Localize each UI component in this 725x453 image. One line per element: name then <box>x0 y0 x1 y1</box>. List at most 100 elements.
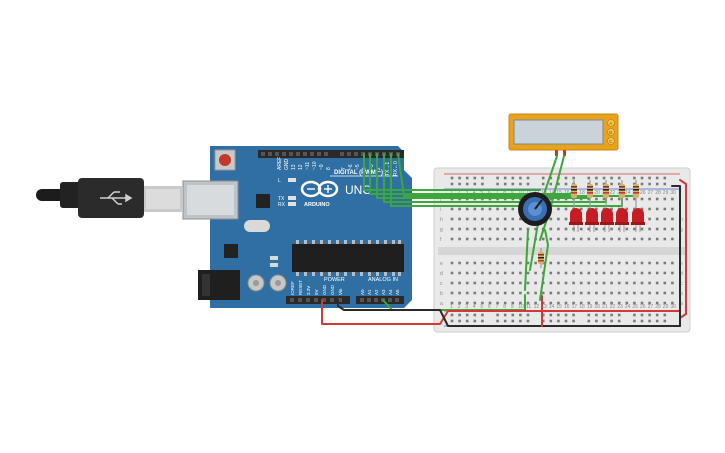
breadboard-hole[interactable] <box>655 261 659 265</box>
breadboard-hole[interactable] <box>572 271 575 275</box>
breadboard-hole[interactable] <box>503 182 507 186</box>
breadboard-hole[interactable] <box>663 301 667 305</box>
breadboard-hole[interactable] <box>633 207 636 211</box>
breadboard-hole[interactable] <box>465 207 469 211</box>
breadboard-hole[interactable] <box>671 271 674 275</box>
green-wire[interactable] <box>524 229 529 291</box>
breadboard-hole[interactable] <box>481 176 484 180</box>
breadboard-hole[interactable] <box>534 291 537 295</box>
breadboard-hole[interactable] <box>648 319 651 323</box>
breadboard-hole[interactable] <box>519 217 522 221</box>
breadboard-hole[interactable] <box>511 291 515 295</box>
breadboard-hole[interactable] <box>481 207 484 211</box>
breadboard-hole[interactable] <box>617 176 621 180</box>
breadboard-hole[interactable] <box>663 281 667 285</box>
breadboard-hole[interactable] <box>633 291 636 295</box>
breadboard-hole[interactable] <box>465 176 469 180</box>
breadboard-hole[interactable] <box>519 237 522 241</box>
breadboard-hole[interactable] <box>564 301 568 305</box>
breadboard-hole[interactable] <box>496 227 499 231</box>
breadboard-hole[interactable] <box>526 271 530 275</box>
breadboard-hole[interactable] <box>481 281 484 285</box>
breadboard-hole[interactable] <box>648 261 651 265</box>
breadboard-hole[interactable] <box>473 261 477 265</box>
breadboard-hole[interactable] <box>572 176 575 180</box>
red-led[interactable] <box>615 208 629 232</box>
breadboard-hole[interactable] <box>519 227 522 231</box>
breadboard-hole[interactable] <box>488 301 492 305</box>
breadboard-hole[interactable] <box>503 176 507 180</box>
breadboard-hole[interactable] <box>617 281 621 285</box>
breadboard-hole[interactable] <box>640 291 644 295</box>
breadboard-hole[interactable] <box>579 301 583 305</box>
breadboard-hole[interactable] <box>496 319 499 323</box>
breadboard-hole[interactable] <box>610 313 613 317</box>
breadboard-hole[interactable] <box>503 313 507 317</box>
breadboard-hole[interactable] <box>557 291 560 295</box>
breadboard-hole[interactable] <box>640 182 644 186</box>
breadboard-hole[interactable] <box>541 182 545 186</box>
breadboard-hole[interactable] <box>595 319 598 323</box>
breadboard-hole[interactable] <box>610 301 613 305</box>
breadboard-hole[interactable] <box>511 281 515 285</box>
potentiometer[interactable] <box>518 192 552 226</box>
breadboard-hole[interactable] <box>617 237 621 241</box>
breadboard-hole[interactable] <box>458 301 461 305</box>
breadboard-hole[interactable] <box>579 207 583 211</box>
breadboard-hole[interactable] <box>465 301 469 305</box>
breadboard-hole[interactable] <box>511 319 515 323</box>
resistors[interactable] <box>571 180 639 208</box>
breadboard-hole[interactable] <box>617 291 621 295</box>
breadboard-hole[interactable] <box>625 261 629 265</box>
breadboard-hole[interactable] <box>549 237 553 241</box>
breadboard-hole[interactable] <box>450 207 454 211</box>
breadboard-hole[interactable] <box>572 319 575 323</box>
breadboard-hole[interactable] <box>671 237 674 241</box>
breadboard-hole[interactable] <box>572 261 575 265</box>
red-led[interactable] <box>631 208 645 232</box>
breadboard-hole[interactable] <box>610 182 613 186</box>
red-led[interactable] <box>600 208 614 232</box>
breadboard-hole[interactable] <box>473 301 477 305</box>
breadboard-hole[interactable] <box>633 281 636 285</box>
breadboard-hole[interactable] <box>633 176 636 180</box>
breadboard-hole[interactable] <box>526 301 530 305</box>
breadboard-hole[interactable] <box>526 291 530 295</box>
breadboard-hole[interactable] <box>579 281 583 285</box>
breadboard-hole[interactable] <box>564 182 568 186</box>
breadboard-hole[interactable] <box>511 301 515 305</box>
breadboard-hole[interactable] <box>465 182 469 186</box>
breadboard-hole[interactable] <box>625 291 629 295</box>
breadboard-hole[interactable] <box>541 237 545 241</box>
breadboard-hole[interactable] <box>465 319 469 323</box>
breadboard-hole[interactable] <box>496 301 499 305</box>
breadboard-hole[interactable] <box>450 237 454 241</box>
breadboard-hole[interactable] <box>602 237 606 241</box>
breadboard-hole[interactable] <box>481 227 484 231</box>
breadboard-hole[interactable] <box>587 261 591 265</box>
breadboard-hole[interactable] <box>564 207 568 211</box>
breadboard-hole[interactable] <box>633 237 636 241</box>
breadboard-hole[interactable] <box>587 281 591 285</box>
breadboard-hole[interactable] <box>481 261 484 265</box>
breadboard-hole[interactable] <box>671 291 674 295</box>
breadboard-hole[interactable] <box>663 207 667 211</box>
breadboard-hole[interactable] <box>511 207 515 211</box>
breadboard-hole[interactable] <box>587 176 591 180</box>
breadboard-hole[interactable] <box>465 217 469 221</box>
breadboard-hole[interactable] <box>450 301 454 305</box>
breadboard-hole[interactable] <box>465 271 469 275</box>
breadboard-hole[interactable] <box>572 291 575 295</box>
breadboard-hole[interactable] <box>503 319 507 323</box>
breadboard-hole[interactable] <box>526 182 530 186</box>
breadboard-hole[interactable] <box>617 301 621 305</box>
breadboard-hole[interactable] <box>610 237 613 241</box>
breadboard-hole[interactable] <box>633 313 636 317</box>
breadboard-hole[interactable] <box>663 176 667 180</box>
breadboard-hole[interactable] <box>633 319 636 323</box>
breadboard-hole[interactable] <box>465 237 469 241</box>
breadboard-hole[interactable] <box>602 271 606 275</box>
breadboard-hole[interactable] <box>549 313 553 317</box>
breadboard-hole[interactable] <box>671 207 674 211</box>
breadboard-hole[interactable] <box>541 301 545 305</box>
